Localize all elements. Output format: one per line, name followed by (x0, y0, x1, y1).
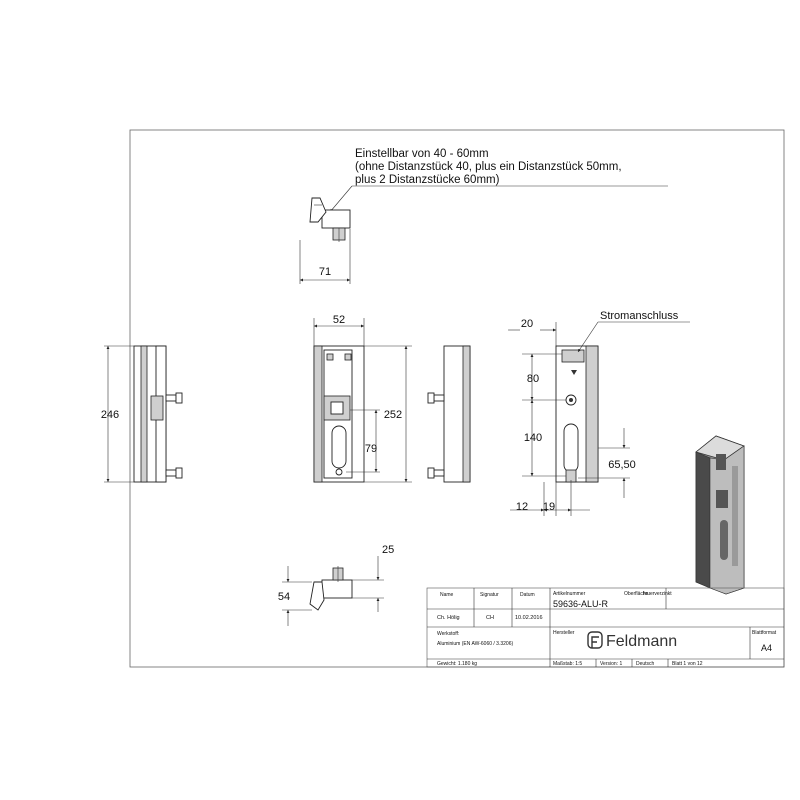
right-side-view (427, 345, 471, 483)
tb-signature-label: Signatur (480, 592, 499, 598)
dim-back-bottom-left: 12 (516, 501, 528, 513)
tb-version: Version: 1 (600, 661, 622, 667)
tb-weight: Gewicht: 1.180 kg (437, 661, 477, 667)
top-view: 71 (299, 197, 351, 284)
note-line-2: (ohne Distanzstück 40, plus ein Distanzs… (355, 161, 622, 173)
feldmann-logo (587, 631, 603, 649)
power-connection-label: Stromanschluss (600, 310, 679, 322)
tb-date-label: Datum (520, 592, 535, 598)
dim-back-top: 20 (521, 318, 533, 330)
dim-side-height: 246 (101, 409, 119, 421)
left-side-view: 246 (101, 345, 183, 483)
adjustment-note: Einstellbar von 40 - 60mm (ohne Distanzs… (329, 148, 668, 213)
bottom-view: 25 54 (278, 544, 394, 626)
rear-view: 20 80 140 65,50 12 19 Stromanschluss (508, 310, 690, 516)
dim-bottom-depth: 54 (278, 591, 290, 603)
tb-article-label: Artikelnummer (553, 591, 586, 597)
tb-sheet-format-value: A4 (761, 643, 772, 653)
dim-back-a: 80 (527, 373, 539, 385)
tb-date-value: 10.02.2016 (515, 615, 543, 621)
tb-name-label: Name (440, 592, 454, 598)
dim-back-b: 140 (524, 432, 542, 444)
note-leader (329, 185, 353, 213)
front-view: 52 252 79 (313, 314, 412, 483)
dim-front-height: 252 (384, 409, 402, 421)
note-line-1: Einstellbar von 40 - 60mm (355, 148, 489, 160)
tb-sheet-format-label: Blattformat (752, 630, 777, 636)
tb-surface-label: Oberfläche: (624, 591, 650, 597)
isometric-view (695, 435, 745, 595)
dim-back-bottom-right: 19 (543, 501, 555, 513)
tb-name-value: Ch. Hölig (437, 615, 460, 621)
dim-back-side: 65,50 (608, 459, 636, 471)
dim-front-width: 52 (333, 314, 345, 326)
dim-front-offset: 79 (365, 443, 377, 455)
dim-top-depth: 71 (319, 266, 331, 278)
dim-bottom-offset: 25 (382, 544, 394, 556)
title-block: Name Signatur Datum Artikelnummer Oberfl… (426, 587, 785, 668)
tb-sheet: Blatt 1 von 12 (672, 661, 703, 667)
note-line-3: plus 2 Distanzstücke 60mm) (355, 174, 500, 186)
tb-signature-value: CH (486, 615, 494, 621)
tb-surface-value: feuerverzinkt (643, 591, 672, 597)
tb-material-label: Werkstoff: (437, 631, 459, 637)
tb-brand: Feldmann (606, 633, 677, 650)
tb-language: Deutsch (636, 661, 655, 667)
tb-scale: Maßstab: 1:5 (553, 661, 582, 667)
tb-article-value: 59636-ALU-R (553, 599, 609, 609)
tb-maker-label: Hersteller (553, 630, 575, 636)
tb-material-value: Aluminium (EN AW-6060 / 3.3206) (437, 641, 513, 647)
